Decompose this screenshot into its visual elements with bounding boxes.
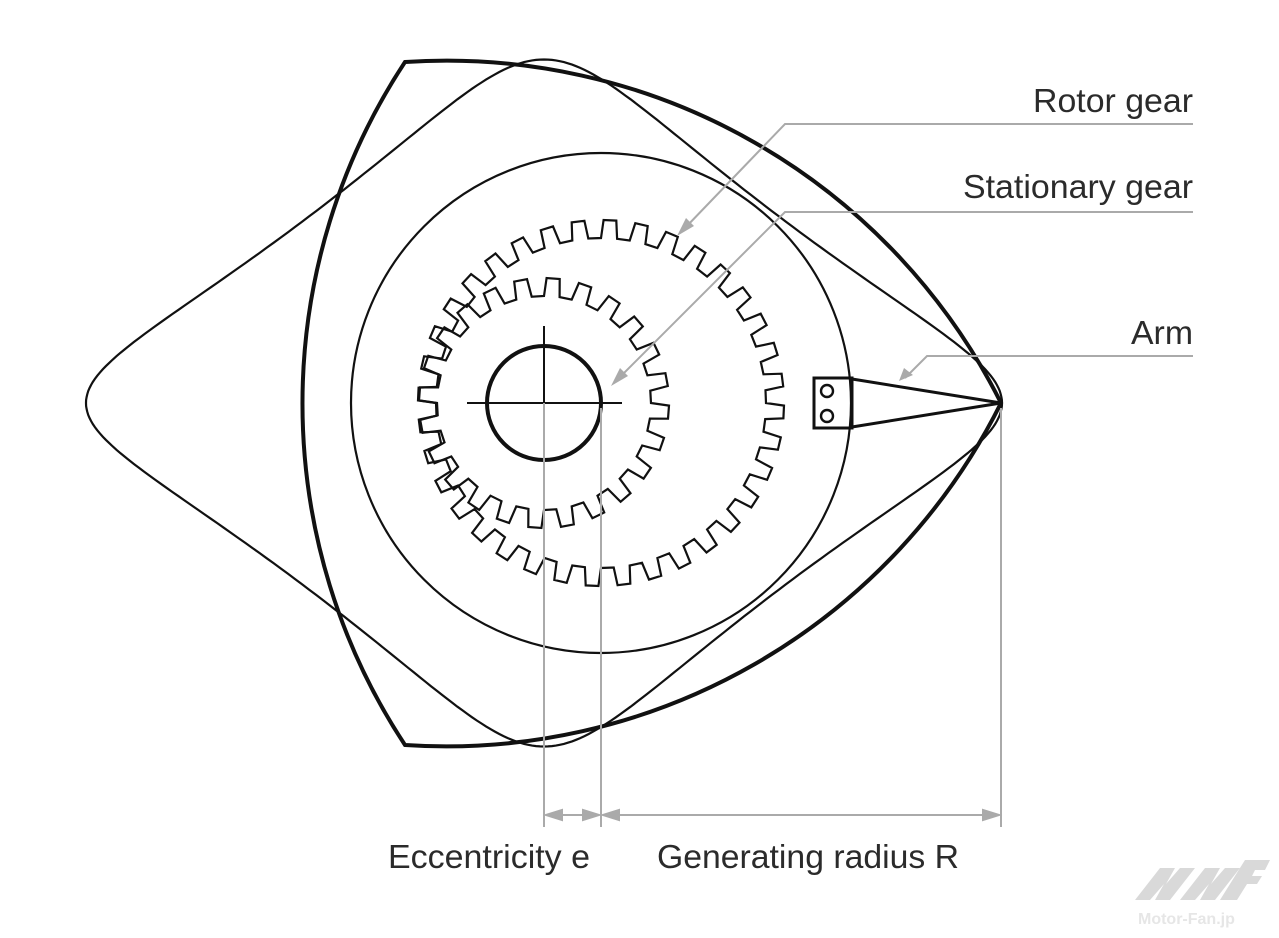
arm-block bbox=[812, 376, 854, 430]
arm-label: Arm bbox=[1131, 314, 1193, 351]
logo-mark-m1 bbox=[1135, 868, 1195, 900]
eccentricity-label: Eccentricity e bbox=[388, 838, 590, 875]
arm-edge-top bbox=[851, 377, 1002, 405]
logo-mark-f bbox=[1220, 860, 1270, 900]
logo-mark-m2 bbox=[1180, 868, 1240, 900]
stationary-gear-leader-arrow bbox=[611, 368, 628, 386]
stationary-gear-leader bbox=[618, 211, 1193, 379]
arm-leader bbox=[904, 355, 1193, 379]
rotor-housing-epitrochoid bbox=[84, 58, 1004, 748]
rotor-gear-leader-arrow bbox=[677, 218, 694, 236]
rotor bbox=[300, 58, 1004, 749]
arm-leader-arrow bbox=[899, 368, 913, 381]
eccentricity-arrow-right bbox=[582, 808, 603, 822]
eccentricity-arrow-left bbox=[542, 808, 563, 822]
stationary-gear-label: Stationary gear bbox=[963, 168, 1193, 205]
rotor-gear-leader bbox=[684, 123, 1193, 229]
watermark-logo: Motor-Fan.jp bbox=[1135, 860, 1270, 928]
rotor-gear-label: Rotor gear bbox=[1033, 82, 1193, 119]
generating-radius-label: Generating radius R bbox=[657, 838, 959, 875]
arm-hole-top bbox=[819, 383, 835, 399]
arm bbox=[812, 376, 1002, 430]
arm-edge-bottom bbox=[851, 401, 1002, 429]
stationary-gear bbox=[417, 276, 671, 530]
arm-hole-bottom bbox=[819, 408, 835, 424]
radius-arrow-left bbox=[599, 808, 620, 822]
watermark-text: Motor-Fan.jp bbox=[1138, 911, 1235, 928]
radius-arrow-right bbox=[982, 808, 1003, 822]
